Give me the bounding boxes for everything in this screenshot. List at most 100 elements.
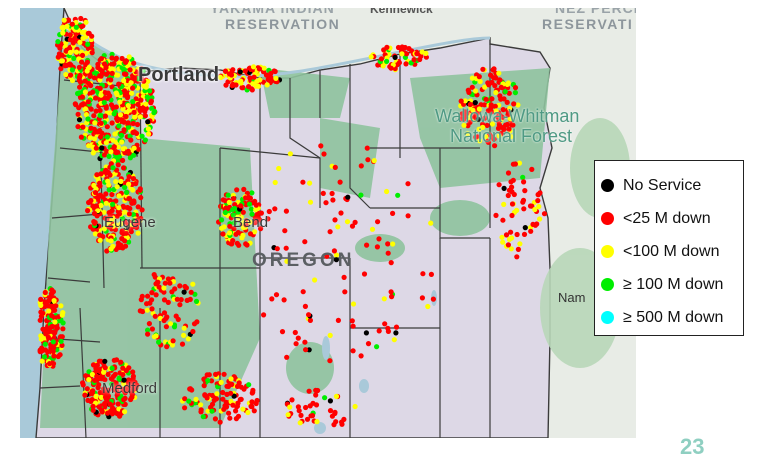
service-dot bbox=[381, 296, 387, 302]
service-dot bbox=[312, 277, 318, 283]
service-dot bbox=[327, 229, 333, 235]
service-dot bbox=[231, 226, 237, 232]
service-dot bbox=[149, 290, 155, 296]
service-dot bbox=[140, 105, 146, 111]
service-dot bbox=[477, 78, 483, 85]
service-dot bbox=[521, 206, 527, 212]
service-dot bbox=[145, 331, 151, 337]
service-dot bbox=[232, 202, 238, 208]
service-dot bbox=[133, 385, 139, 392]
service-dot bbox=[120, 372, 126, 378]
service-dot bbox=[399, 51, 405, 57]
service-dot bbox=[43, 331, 49, 337]
service-dot bbox=[102, 113, 108, 119]
service-dot bbox=[307, 180, 313, 186]
service-dot bbox=[227, 415, 233, 421]
service-dot bbox=[485, 108, 491, 114]
service-dot bbox=[137, 114, 143, 120]
service-dot bbox=[313, 387, 319, 393]
service-dot bbox=[95, 385, 101, 391]
service-dot bbox=[279, 329, 286, 335]
service-dot bbox=[505, 170, 512, 176]
service-dot bbox=[58, 66, 64, 72]
service-dot bbox=[530, 221, 536, 227]
service-dot bbox=[212, 416, 218, 422]
service-dot bbox=[220, 389, 226, 396]
service-dot bbox=[109, 191, 115, 198]
legend-label: ≥ 100 M down bbox=[623, 275, 724, 293]
service-dot bbox=[50, 289, 56, 295]
service-dot bbox=[113, 198, 119, 204]
service-dot bbox=[515, 246, 521, 252]
service-dot bbox=[235, 229, 241, 236]
service-dot bbox=[109, 55, 115, 61]
service-dot bbox=[473, 112, 479, 118]
service-dot bbox=[134, 121, 141, 128]
service-dot bbox=[55, 39, 61, 45]
service-dot bbox=[107, 198, 113, 204]
service-dot bbox=[469, 84, 475, 90]
service-dot bbox=[304, 416, 311, 422]
service-dot bbox=[200, 414, 206, 420]
service-dot bbox=[230, 212, 236, 218]
service-dot bbox=[292, 329, 298, 336]
map[interactable]: YAKAMA INDIAN RESERVATION Kennewick NEZ … bbox=[20, 8, 636, 438]
service-dot bbox=[59, 312, 65, 318]
service-dot bbox=[129, 390, 135, 396]
service-dot bbox=[496, 182, 502, 188]
service-dot bbox=[119, 55, 125, 62]
service-dot bbox=[378, 56, 385, 62]
service-dot bbox=[230, 67, 236, 73]
service-dot bbox=[109, 120, 115, 126]
service-dot bbox=[125, 148, 131, 154]
service-dot bbox=[86, 377, 92, 383]
service-dots bbox=[37, 15, 548, 428]
service-dot bbox=[37, 317, 43, 323]
map-label-portland: Portland bbox=[138, 64, 220, 86]
legend-label: <100 M down bbox=[623, 242, 720, 260]
service-dot bbox=[498, 84, 504, 90]
service-dot bbox=[60, 326, 66, 332]
service-dot bbox=[80, 35, 86, 41]
service-dot bbox=[82, 89, 88, 95]
map-label-nampa: Nam bbox=[558, 290, 586, 305]
service-dot bbox=[272, 179, 278, 186]
service-dot bbox=[122, 401, 128, 407]
service-dot bbox=[201, 376, 207, 382]
service-dot bbox=[68, 72, 74, 78]
service-dot bbox=[98, 92, 104, 98]
service-dot bbox=[106, 153, 112, 159]
service-dot bbox=[338, 210, 344, 216]
service-dot bbox=[495, 125, 502, 131]
service-dot bbox=[251, 74, 257, 80]
service-dot bbox=[285, 412, 291, 418]
service-dot bbox=[90, 407, 96, 413]
service-dot bbox=[120, 215, 126, 222]
service-dot bbox=[508, 246, 514, 252]
service-dot bbox=[108, 66, 114, 72]
service-dot bbox=[147, 300, 153, 306]
service-dot bbox=[364, 145, 370, 151]
service-dot bbox=[182, 405, 188, 411]
service-dot bbox=[98, 202, 104, 209]
service-dot bbox=[284, 258, 290, 264]
service-dot bbox=[395, 192, 401, 198]
service-dot bbox=[110, 137, 116, 143]
service-dot bbox=[393, 324, 400, 330]
service-dot bbox=[83, 19, 89, 25]
service-dot bbox=[122, 184, 128, 190]
service-dot bbox=[130, 99, 136, 105]
service-dot bbox=[507, 105, 513, 111]
service-dot bbox=[121, 88, 128, 94]
service-dot bbox=[499, 114, 505, 120]
service-dot bbox=[42, 341, 48, 347]
service-dot bbox=[67, 49, 73, 56]
service-dot bbox=[515, 102, 521, 108]
service-dot bbox=[156, 339, 162, 345]
service-dot bbox=[94, 373, 100, 379]
map-label-kennewick: Kennewick bbox=[370, 8, 433, 16]
service-dot bbox=[309, 413, 316, 419]
service-dot bbox=[107, 212, 113, 219]
service-dot bbox=[131, 198, 137, 204]
service-dot bbox=[98, 394, 104, 400]
